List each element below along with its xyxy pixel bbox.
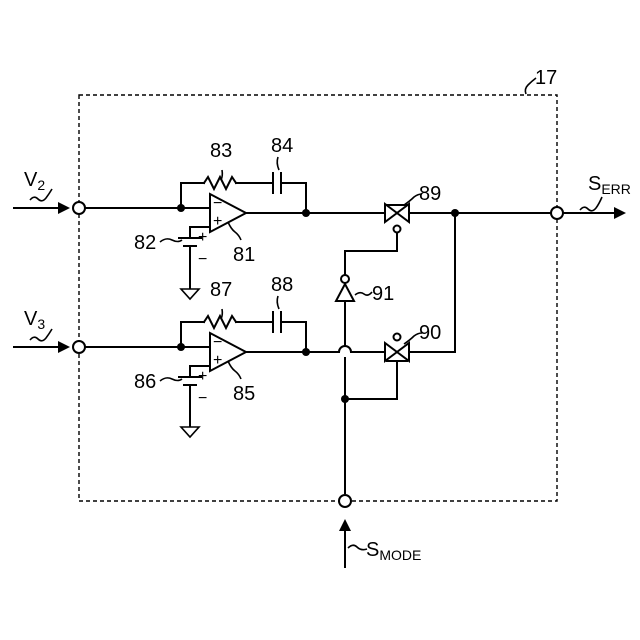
v2-input-terminal bbox=[73, 202, 85, 214]
mode-terminal bbox=[339, 495, 351, 507]
switch-89-gate-bubble bbox=[394, 226, 401, 233]
mode-arrowhead bbox=[339, 519, 351, 531]
v3-input-arrowhead bbox=[58, 341, 70, 353]
source-82-label: 82 bbox=[134, 232, 156, 254]
wire-top-feedback-right bbox=[283, 183, 306, 212]
switch-89-left bbox=[385, 204, 397, 222]
ground-82-symbol bbox=[181, 289, 199, 299]
source-86-leader bbox=[160, 378, 182, 381]
inverter-91-label: 91 bbox=[372, 283, 394, 305]
source-82-minus-sign: − bbox=[198, 251, 207, 268]
wire-bottom-feedback-right bbox=[283, 322, 306, 351]
capacitor-84-leader bbox=[277, 157, 279, 170]
inverter-91 bbox=[336, 284, 354, 301]
node-bottom-output bbox=[302, 348, 310, 356]
output-terminal bbox=[551, 207, 563, 219]
resistor-87-label: 87 bbox=[210, 279, 232, 301]
opamp-81-plus: + bbox=[213, 213, 222, 230]
opamp-85-plus: + bbox=[213, 352, 222, 369]
wire-top-feedback-left bbox=[181, 183, 204, 208]
source-86-minus-sign: − bbox=[198, 390, 207, 407]
mode-leader bbox=[348, 545, 367, 549]
output-label: SERR bbox=[588, 173, 631, 197]
wire-bottom-feedback-left bbox=[181, 322, 204, 347]
resistor-87-leader bbox=[221, 309, 222, 319]
opamp-85-leader bbox=[228, 361, 241, 379]
capacitor-88-leader bbox=[277, 296, 279, 309]
resistor-83-leader bbox=[221, 170, 222, 180]
switch-90-right bbox=[397, 343, 409, 361]
opamp-81-leader bbox=[228, 222, 241, 240]
ground-86-symbol bbox=[181, 427, 199, 437]
v3-input-terminal bbox=[73, 341, 85, 353]
capacitor-84-label: 84 bbox=[271, 135, 293, 157]
v3-label: V3 bbox=[24, 308, 45, 332]
wire-mode-to-switch-90 bbox=[345, 361, 397, 399]
switch-89-label: 89 bbox=[419, 183, 441, 205]
opamp-81-label: 81 bbox=[233, 244, 255, 266]
source-86-plus-sign: + bbox=[198, 368, 207, 385]
v2-input-arrowhead bbox=[58, 202, 70, 214]
opamp-85-minus: − bbox=[213, 334, 222, 351]
switch-90-label: 90 bbox=[419, 322, 441, 344]
resistor-83 bbox=[204, 177, 236, 189]
v2-label: V2 bbox=[24, 169, 45, 193]
inverter-91-bubble bbox=[341, 275, 349, 283]
node-top-output bbox=[302, 209, 310, 217]
source-86-label: 86 bbox=[134, 371, 156, 393]
source-82-plus-sign: + bbox=[198, 229, 207, 246]
mode-label: SMODE bbox=[366, 539, 421, 563]
capacitor-88-label: 88 bbox=[271, 274, 293, 296]
block-17-label: 17 bbox=[535, 67, 557, 89]
resistor-83-label: 83 bbox=[210, 140, 232, 162]
opamp-81-minus: − bbox=[213, 195, 222, 212]
switch-90-left bbox=[385, 343, 397, 361]
inverter-91-leader bbox=[355, 292, 372, 295]
output-leader bbox=[580, 197, 602, 211]
output-arrowhead bbox=[614, 207, 626, 219]
block-17-boundary bbox=[79, 95, 557, 501]
resistor-87 bbox=[204, 316, 236, 328]
switch-90-gate-bubble bbox=[394, 334, 401, 341]
opamp-85-label: 85 bbox=[233, 383, 255, 405]
wire-inverter-to-switch-89 bbox=[345, 233, 397, 274]
source-82-leader bbox=[160, 239, 182, 242]
switch-89-right bbox=[397, 204, 409, 222]
